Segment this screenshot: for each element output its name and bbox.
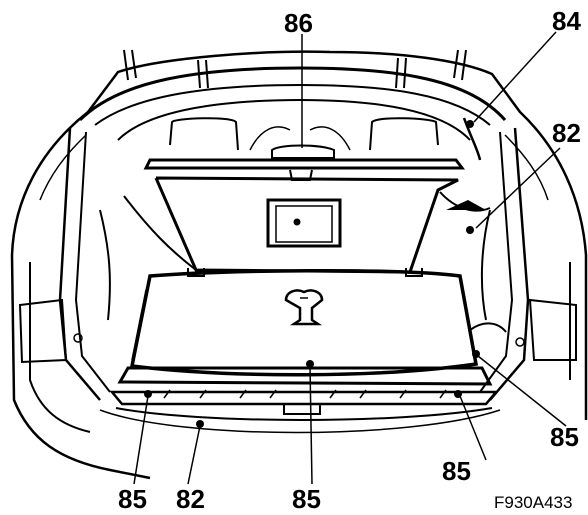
callout-82-bottom: 82 <box>176 484 205 514</box>
tailgate-opening <box>58 49 530 401</box>
load-cover-rail <box>143 117 482 181</box>
figure-code: F930A433 <box>494 493 572 512</box>
callout-85-right: 85 <box>550 422 579 452</box>
callout-85-center: 85 <box>292 484 321 514</box>
leader-lines <box>133 31 567 485</box>
callout-labels: 86 84 82 85 85 85 82 85 F930A433 <box>118 6 581 514</box>
luggage-floor-cover <box>129 268 507 377</box>
rear-sill <box>99 120 501 434</box>
seat-backs <box>99 176 491 321</box>
callout-85-left: 85 <box>118 484 147 514</box>
callout-84: 84 <box>552 6 581 36</box>
callout-85-lower-right: 85 <box>442 456 471 486</box>
rear-window-headrests <box>117 98 471 159</box>
callout-82-right: 82 <box>552 118 581 148</box>
callout-86: 86 <box>284 8 313 38</box>
